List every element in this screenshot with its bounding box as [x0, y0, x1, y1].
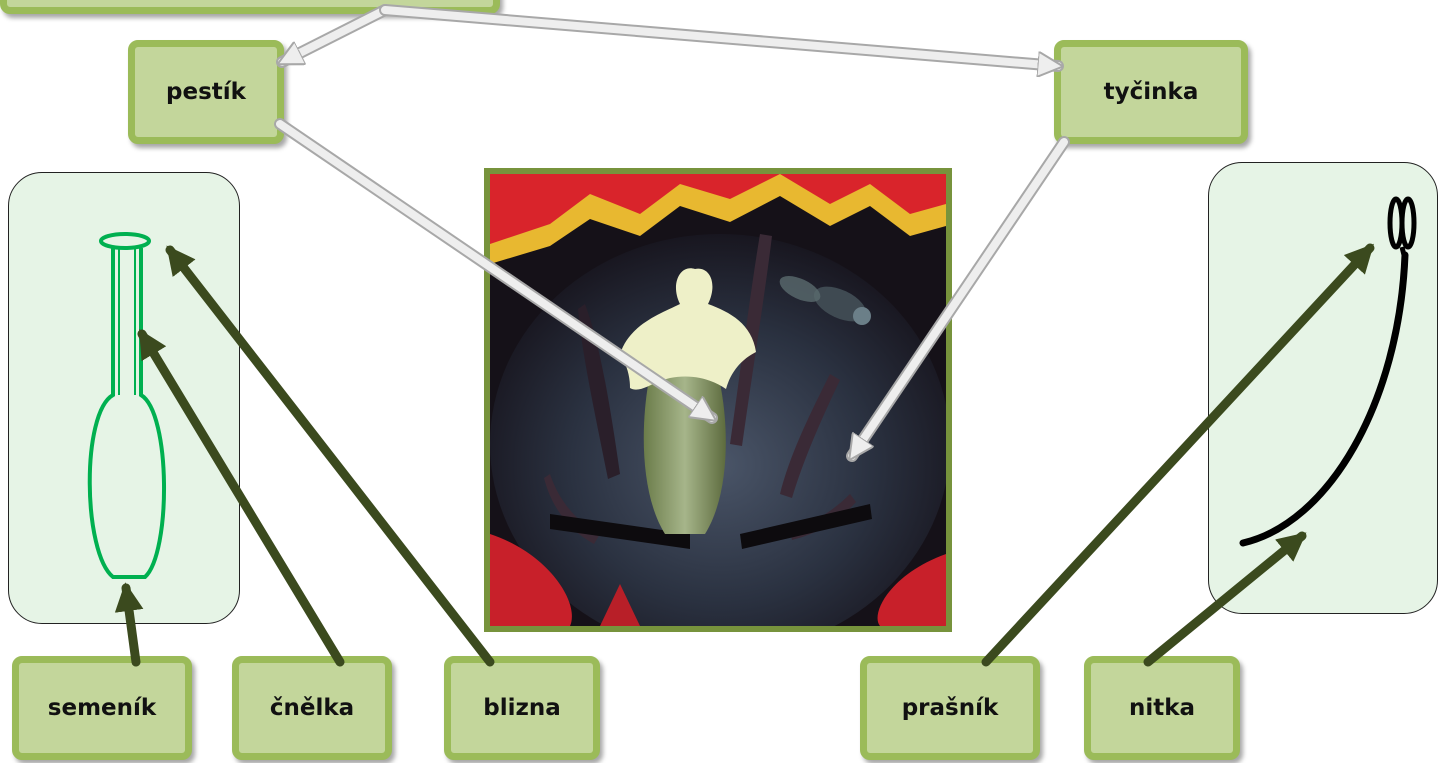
top-label-box-partial: [0, 0, 500, 14]
label-prasnik: prašník: [860, 656, 1040, 760]
pistil-outline-drawing: [9, 173, 241, 625]
label-tycinka: tyčinka: [1054, 40, 1248, 144]
stamen-diagram-panel: [1208, 162, 1438, 614]
stamen-drawing: [1209, 163, 1439, 615]
tulip-photo: [484, 168, 952, 632]
label-cnelka: čnělka: [232, 656, 392, 760]
tulip-photo-illustration: [490, 174, 946, 626]
label-blizna: blizna: [444, 656, 600, 760]
arrow-top-to-pestik: [282, 10, 385, 62]
arrow-top-to-tycinka: [385, 10, 1058, 66]
label-nitka: nitka: [1084, 656, 1240, 760]
pistil-diagram-panel: [8, 172, 240, 624]
label-pestik: pestík: [128, 40, 284, 144]
label-semenik: semeník: [12, 656, 192, 760]
